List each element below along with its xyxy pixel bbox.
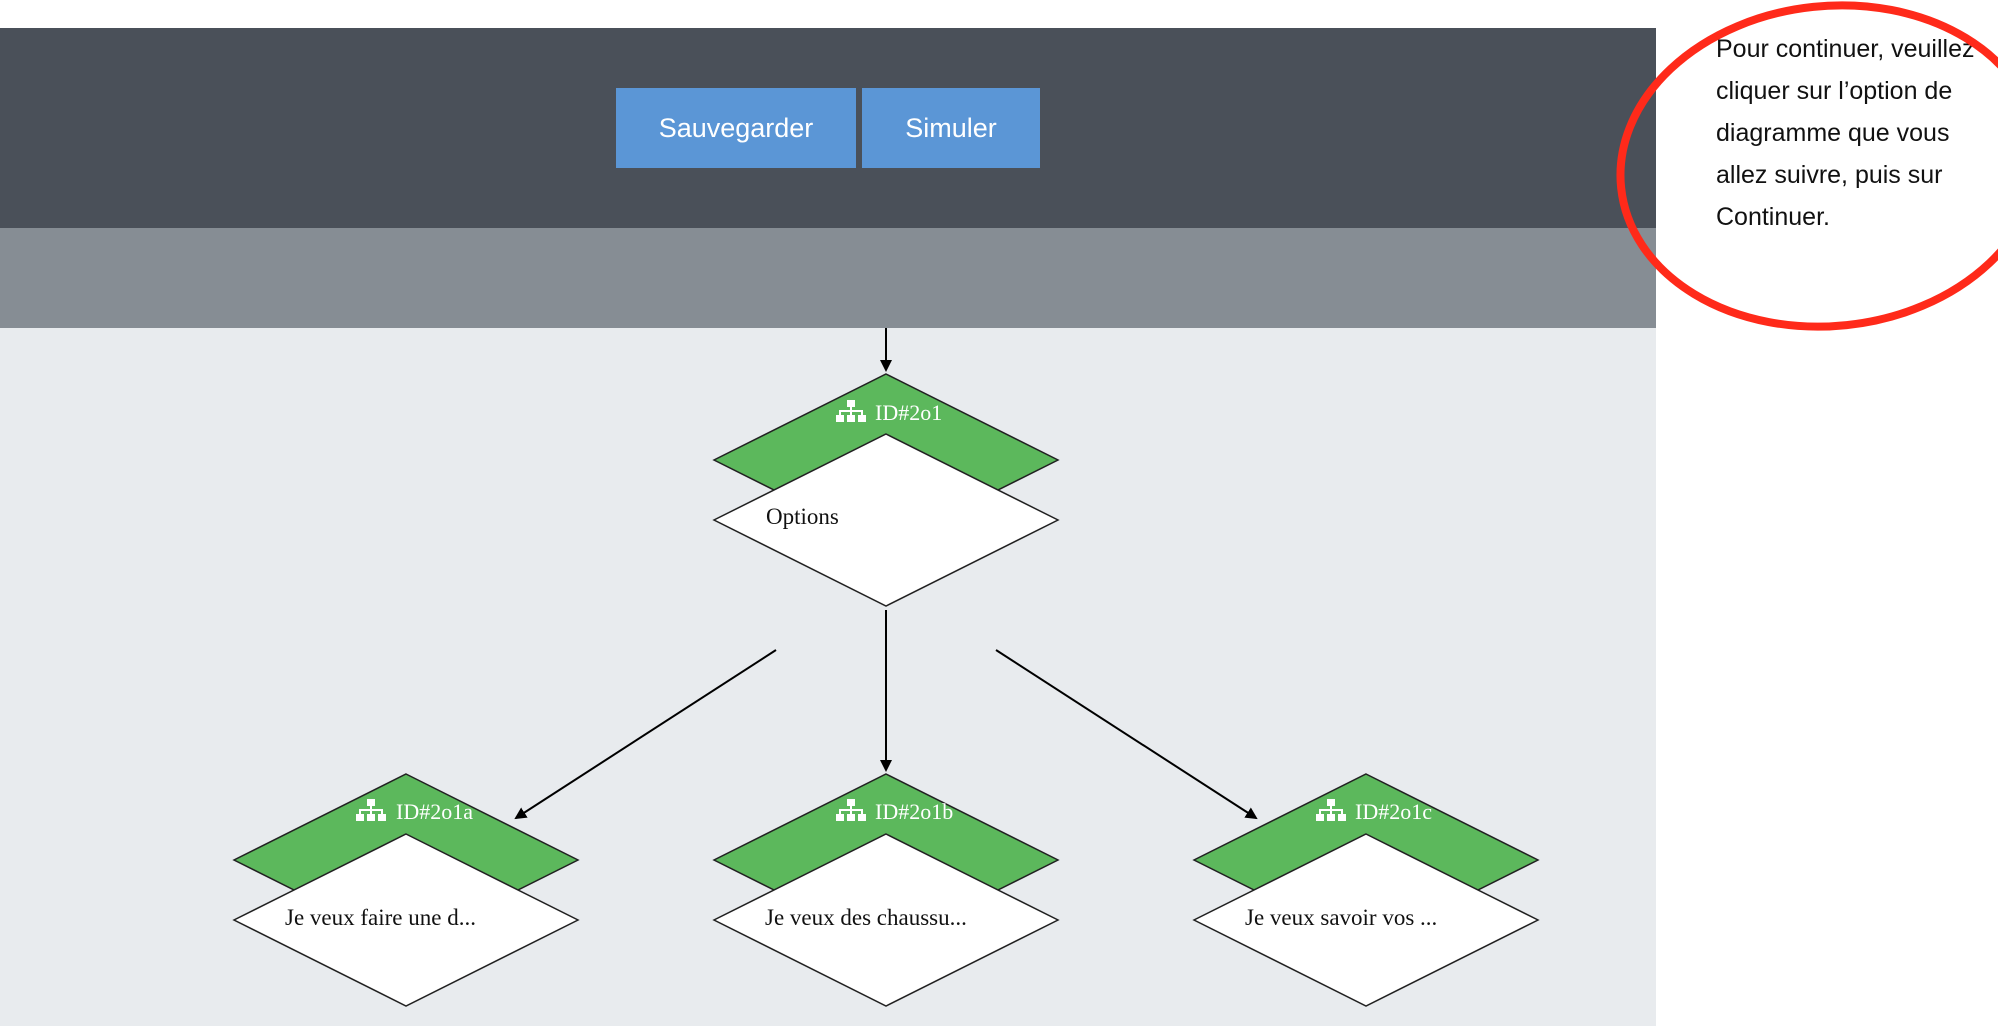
secondary-bar — [0, 228, 1656, 328]
diagram-node-option-c[interactable]: ID#2o1c Je veux savoir vos ... — [1192, 773, 1540, 1007]
instruction-text: Pour continuer, veuillez cliquer sur l’o… — [1716, 35, 1975, 231]
save-button[interactable]: Sauvegarder — [616, 88, 856, 168]
node-label: Je veux des chaussu... — [765, 905, 967, 930]
diagram-node-option-a[interactable]: ID#2o1a Je veux faire une d... — [232, 773, 580, 1007]
diagram-node-option-b[interactable]: ID#2o1b Je veux des chaussu... — [712, 773, 1060, 1007]
node-body-shape — [1192, 833, 1540, 1007]
node-label: Je veux savoir vos ... — [1245, 905, 1437, 930]
node-body-shape — [232, 833, 580, 1007]
toolbar: Sauvegarder Simuler — [0, 28, 1656, 228]
simulate-button[interactable]: Simuler — [862, 88, 1040, 168]
node-id: ID#2o1 — [875, 400, 942, 425]
edge-root-to-a — [514, 649, 777, 820]
node-body-shape — [712, 433, 1060, 607]
node-id: ID#2o1c — [1355, 799, 1432, 824]
node-label: Options — [766, 504, 839, 529]
node-body-shape — [712, 833, 1060, 1007]
edge-root-to-c — [995, 649, 1258, 820]
diagram-node-root[interactable]: ID#2o1 Options — [712, 373, 1060, 607]
node-id: ID#2o1a — [396, 799, 473, 824]
node-id: ID#2o1b — [875, 799, 953, 824]
node-label: Je veux faire une d... — [285, 905, 476, 930]
diagram-canvas[interactable]: ID#2o1 Options ID#2o1a Je veux faire une… — [0, 328, 1656, 1026]
flow-diagram: ID#2o1 Options ID#2o1a Je veux faire une… — [232, 328, 1540, 1007]
